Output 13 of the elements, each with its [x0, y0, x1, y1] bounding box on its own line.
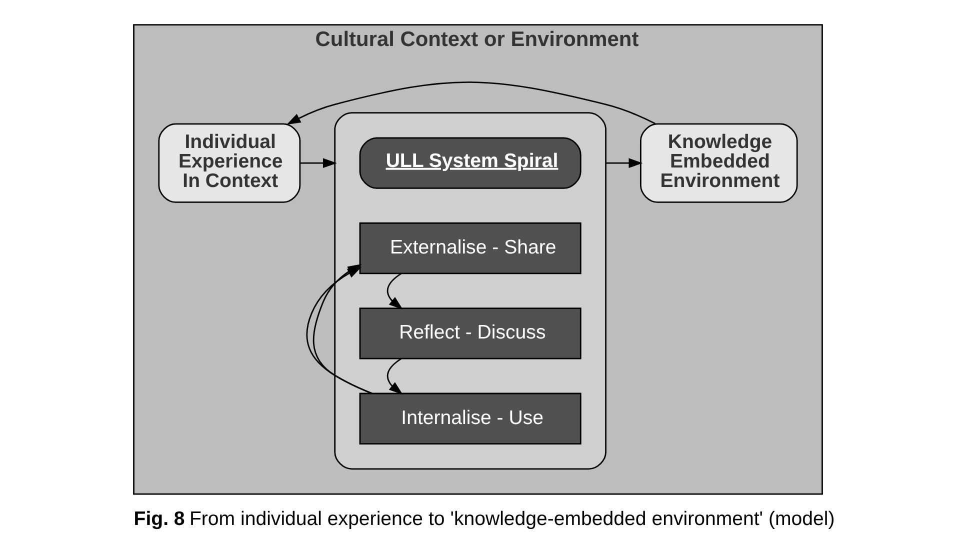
arrow [386, 358, 403, 395]
node-box: Externalise - Share [359, 222, 582, 274]
node-box: Knowledge Embedded Environment [640, 123, 798, 203]
arrow [606, 158, 643, 168]
node-box: Internalise - Use [359, 392, 582, 444]
node-box: Individual Experience In Context [158, 123, 301, 203]
arrow [286, 82, 656, 125]
arrow [300, 158, 337, 168]
node-box: ULL System Spiral [359, 137, 582, 189]
node-box: Reflect - Discuss [359, 308, 582, 360]
arrow [386, 272, 403, 310]
cluster [334, 112, 606, 470]
caption: Fig. 8 From individual experience to 'knowledge-embedded environment' (model) [134, 508, 835, 530]
